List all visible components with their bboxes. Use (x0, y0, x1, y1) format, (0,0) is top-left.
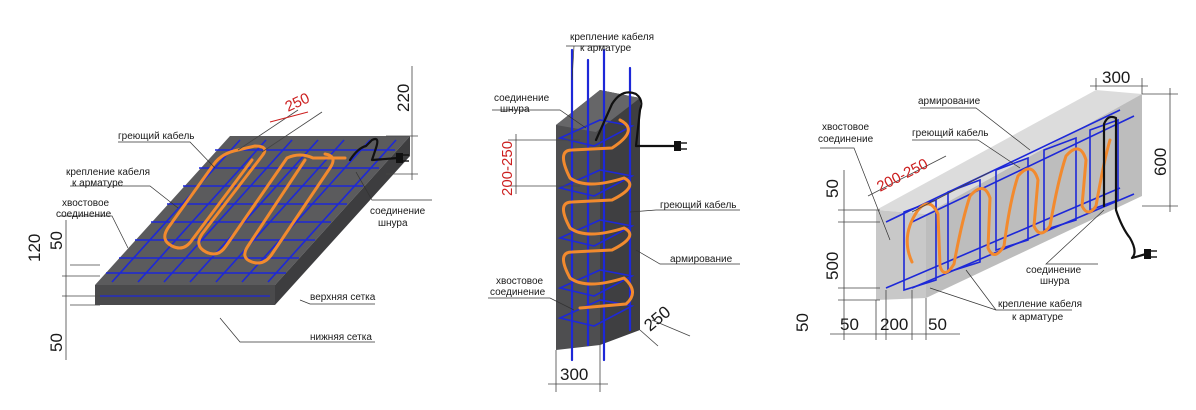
beam-cord (1102, 115, 1148, 260)
beam-label-mount-1: крепление кабеля (998, 298, 1082, 310)
column-label-mount-1: крепление кабеля (570, 31, 654, 43)
column-dim-depth-text: 250 (640, 302, 674, 335)
column-plug-icon (674, 141, 681, 151)
column-label-cord-2: шнура (500, 104, 530, 115)
column-stirrups (557, 119, 635, 327)
slab-heating-cable (163, 144, 347, 256)
beam-dim-mid-text: 500 (823, 252, 842, 280)
column-heating-cable (562, 118, 634, 310)
column-label-heating-cable: греющий кабель (660, 199, 737, 211)
column-dim-depth: 250 (639, 302, 691, 347)
slab-label-top-mesh: верхняя сетка (310, 292, 376, 303)
slab-label-cord-2: шнура (378, 218, 408, 229)
beam-dim-height-text: 600 (1151, 148, 1170, 176)
beam-label-mount-2: к арматуре (1012, 312, 1064, 323)
column-leaders (488, 45, 740, 311)
beam-bottom-dims: 50 200 50 (830, 290, 960, 340)
column-cord (594, 91, 678, 148)
beam-left-dims: 50 500 50 (793, 170, 880, 340)
slab-left-dims: 120 50 50 (25, 220, 100, 360)
beam-label-cord-2: шнура (1040, 276, 1070, 287)
slab-plug-icon (396, 153, 403, 163)
slab-label-cord-1: соединение (370, 206, 426, 217)
slab-side-face (275, 136, 410, 305)
beam-leaders (820, 107, 1105, 311)
slab-heating-cable-2 (243, 152, 335, 265)
slab-dim-120-text: 120 (25, 234, 44, 262)
beam-dim-width: 300 (1090, 68, 1148, 94)
beam-label-heating-cable: греющий кабель (912, 127, 989, 139)
slab-dim-50-top-text: 50 (47, 231, 66, 250)
beam-dim-w2-text: 200 (880, 315, 908, 334)
column-dim-width-text: 300 (560, 365, 588, 384)
slab-label-heating-cable: греющий кабель (118, 130, 195, 142)
slab-label-bottom-mesh: нижняя сетка (310, 332, 372, 343)
beam-dim-w1-text: 50 (840, 315, 859, 334)
beam-label-tail-2: соединение (818, 134, 874, 145)
beam-diagram: 300 600 200-250 50 500 50 (793, 68, 1178, 340)
beam-stirrups (903, 118, 1119, 292)
beam-label-tail-1: хвостовое (822, 122, 870, 133)
slab-front-face (95, 285, 275, 305)
column-dim-width: 300 (548, 345, 608, 392)
beam-dim-top-cover-text: 50 (823, 179, 842, 198)
slab-diagram: 250 220 120 50 50 гре (25, 66, 432, 360)
slab-label-mount-1: крепление кабеля (66, 166, 150, 178)
beam-dim-w3-text: 50 (928, 315, 947, 334)
column-label-reinforcement: армирование (670, 254, 733, 265)
column-diagram: 200-250 250 300 крепление кабеля к армат… (488, 31, 740, 392)
column-label-tail-2: соединение (490, 287, 546, 298)
slab-label-tail-1: хвостовое (62, 198, 110, 209)
column-label-cord-1: соединение (494, 93, 550, 104)
slab-dim-220-text: 220 (394, 84, 413, 112)
column-label-tail-1: хвостовое (496, 276, 544, 287)
column-label-mount-2: к арматуре (580, 43, 632, 54)
beam-top-face (876, 90, 1142, 214)
slab-rebar-mesh (106, 139, 397, 283)
beam-dim-width-text: 300 (1102, 68, 1130, 87)
slab-leaders (60, 141, 432, 343)
beam-dim-bottom-cover-text: 50 (793, 313, 812, 332)
beam-label-reinforcement: армирование (918, 96, 981, 107)
slab-label-tail-2: соединение (56, 209, 112, 220)
beam-heating-cable (905, 138, 1112, 274)
beam-dim-height: 600 (1142, 88, 1178, 212)
slab-dim-50-bottom-text: 50 (47, 333, 66, 352)
column-dim-pitch-text: 200-250 (499, 141, 516, 196)
beam-label-cord-1: соединение (1026, 265, 1082, 276)
slab-label-mount-2: к арматуре (72, 178, 124, 189)
slab-dim-220: 220 (386, 66, 418, 180)
slab-cord (348, 137, 400, 162)
beam-plug-icon (1144, 249, 1151, 259)
column-dim-pitch: 200-250 (499, 134, 580, 196)
beam-front-face (876, 210, 926, 300)
